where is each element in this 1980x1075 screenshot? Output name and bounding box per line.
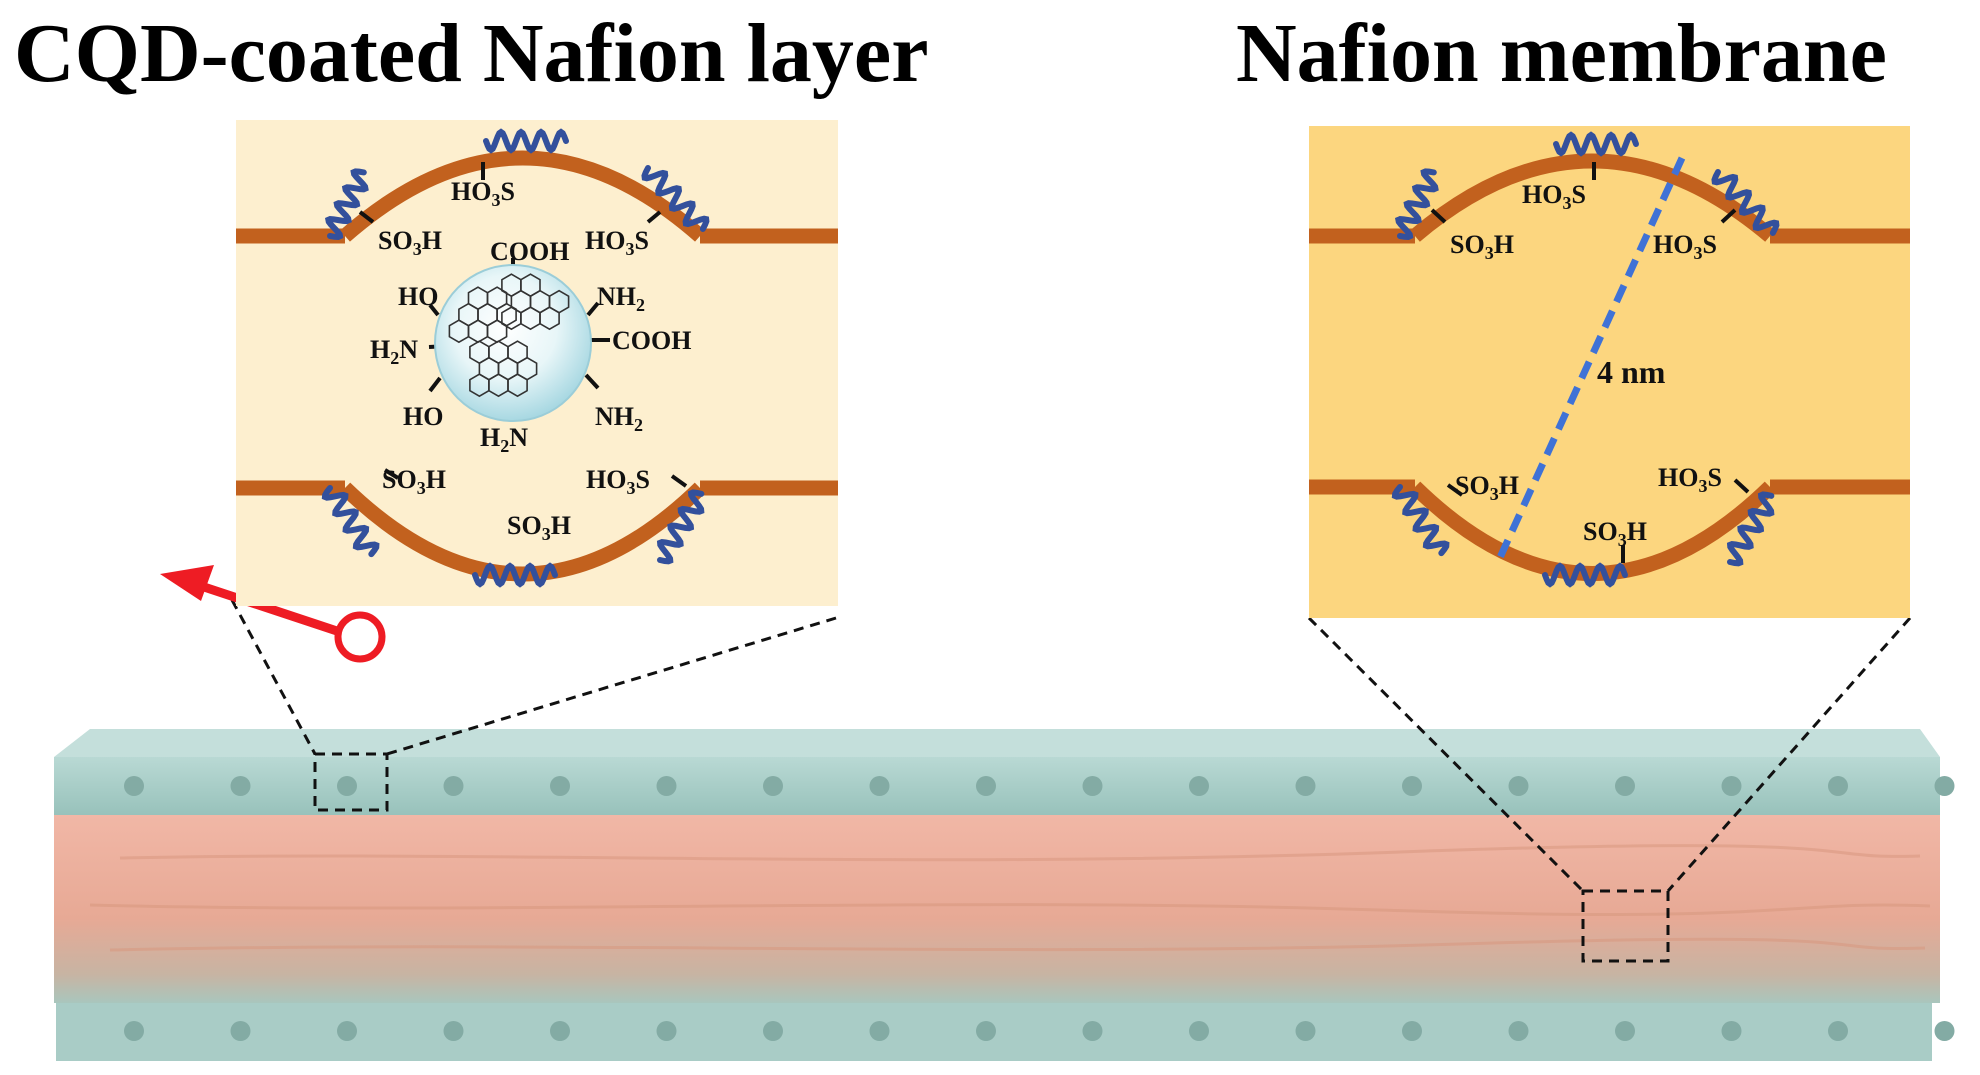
membrane-bead: [976, 776, 996, 796]
cqd-nafion-pore-panel: HO3S SO3H HO3S SO3H HO3S SO3H COOH NH2 C…: [236, 120, 838, 606]
membrane-texture: [89, 844, 1931, 952]
graphene-hexagon: [507, 373, 528, 398]
cqd-group-label: COOH: [612, 326, 691, 355]
membrane-bead: [1615, 1021, 1635, 1041]
side-chain-coil: [483, 128, 569, 154]
membrane-bead: [1189, 776, 1209, 796]
sulfonic-group-label: HO3S: [451, 177, 515, 210]
membrane-bead: [656, 776, 677, 796]
zoom-box-cqd-layer: [313, 752, 389, 812]
membrane-bead: [1828, 1021, 1848, 1041]
membrane-bead: [443, 1021, 464, 1041]
left-side-chains: [321, 128, 710, 588]
membrane-bead: [337, 776, 357, 796]
membrane-bead: [1082, 776, 1103, 796]
side-chain-coil: [472, 562, 558, 588]
side-chain-coil: [324, 168, 369, 241]
side-chain-coil: [1391, 484, 1450, 557]
zoom-line-right-b: [1666, 617, 1912, 892]
graphene-hexagon: [539, 306, 560, 331]
cqd-group-label: COOH: [490, 237, 569, 266]
membrane-bead: [230, 1021, 251, 1041]
membrane-bead: [656, 1021, 677, 1041]
cqd-group-label: NH2: [595, 402, 643, 435]
membrane-bead: [869, 776, 890, 796]
sulfonic-group-label: HO3S: [1658, 463, 1722, 496]
graphitic-lattice: [448, 273, 570, 398]
membrane-bead: [1828, 776, 1848, 796]
sulfonic-group-label: HO3S: [1522, 180, 1586, 213]
right-bonds: [1430, 162, 1750, 563]
membrane-bead: [443, 776, 464, 796]
cqd-group-label: NH2: [597, 282, 645, 315]
membrane-bead: [1508, 1021, 1529, 1041]
membrane-top-face: [54, 729, 1940, 757]
carbon-quantum-dot: COOH NH2 COOH NH2 HO H2N HO H2N: [370, 237, 691, 456]
side-chain-coil: [1553, 131, 1639, 157]
membrane-bead: [550, 776, 570, 796]
membrane-bead: [1615, 776, 1635, 796]
side-chain-coil: [1542, 562, 1628, 588]
red-arrow: [160, 565, 386, 663]
sulfonic-group-label: HO3S: [1653, 230, 1717, 263]
side-chain-coil: [321, 485, 380, 558]
cqd-group-label: H2N: [370, 335, 418, 368]
side-chain-coil: [1394, 168, 1439, 241]
membrane-bead: [124, 1021, 144, 1041]
cqd-group-label: H2N: [480, 423, 528, 456]
pore-size-label: 4 nm: [1597, 354, 1666, 390]
membrane-bead: [869, 1021, 890, 1041]
membrane-bead: [1721, 1021, 1742, 1041]
side-chain-coil: [1726, 491, 1775, 567]
sulfonic-group-label: SO3H: [378, 226, 442, 259]
membrane-bead: [1934, 1021, 1955, 1041]
side-chain-coil: [656, 489, 705, 565]
sulfonic-group-label: SO3H: [1455, 471, 1519, 504]
left-bonds: [358, 162, 688, 488]
side-chain-coil: [641, 165, 710, 232]
membrane-bead: [337, 1021, 357, 1041]
membrane-top-layer: [54, 757, 1940, 815]
zoom-box-nafion: [1581, 889, 1670, 963]
membrane-slab: [54, 729, 1955, 1061]
membrane-bead: [1189, 1021, 1209, 1041]
nafion-membrane-title: Nafion membrane: [1236, 7, 1887, 100]
zoom-line-left-a: [230, 599, 317, 755]
membrane-bead: [550, 1021, 570, 1041]
sulfonic-group-label: SO3H: [507, 511, 571, 544]
side-chain-coil: [1711, 169, 1780, 236]
cqd-layer-title: CQD-coated Nafion layer: [14, 7, 929, 100]
membrane-bead-rows: [124, 776, 1955, 1041]
membrane-bead: [1295, 1021, 1316, 1041]
pore-diameter-line: [1494, 156, 1686, 564]
membrane-bead: [763, 776, 783, 796]
arrow-origin-circle: [334, 611, 386, 663]
membrane-bead: [1508, 776, 1529, 796]
sulfonic-group-label: SO3H: [1450, 230, 1514, 263]
membrane-bead: [1295, 776, 1316, 796]
zoom-line-right-a: [1307, 616, 1585, 893]
cqd-group-label: HO: [398, 282, 438, 311]
sulfonic-group-label: HO3S: [586, 465, 650, 498]
membrane-bead: [230, 776, 251, 796]
membrane-bead: [976, 1021, 996, 1041]
membrane-bead: [1082, 1021, 1103, 1041]
membrane-bead: [124, 776, 144, 796]
right-side-chains: [1391, 131, 1780, 588]
cqd-group-label: HO: [403, 402, 443, 431]
sulfonic-group-label: SO3H: [382, 465, 446, 498]
sulfonic-group-label: SO3H: [1583, 517, 1647, 550]
membrane-bead: [1402, 1021, 1422, 1041]
nafion-pore-panel: HO3S SO3H HO3S SO3H HO3S SO3H 4 nm: [1309, 126, 1910, 618]
zoom-connectors: [230, 599, 1912, 963]
sulfonic-group-label: HO3S: [585, 226, 649, 259]
membrane-bead: [1721, 776, 1742, 796]
membrane-bead: [763, 1021, 783, 1041]
membrane-bead: [1934, 776, 1955, 796]
membrane-bead: [1402, 776, 1422, 796]
